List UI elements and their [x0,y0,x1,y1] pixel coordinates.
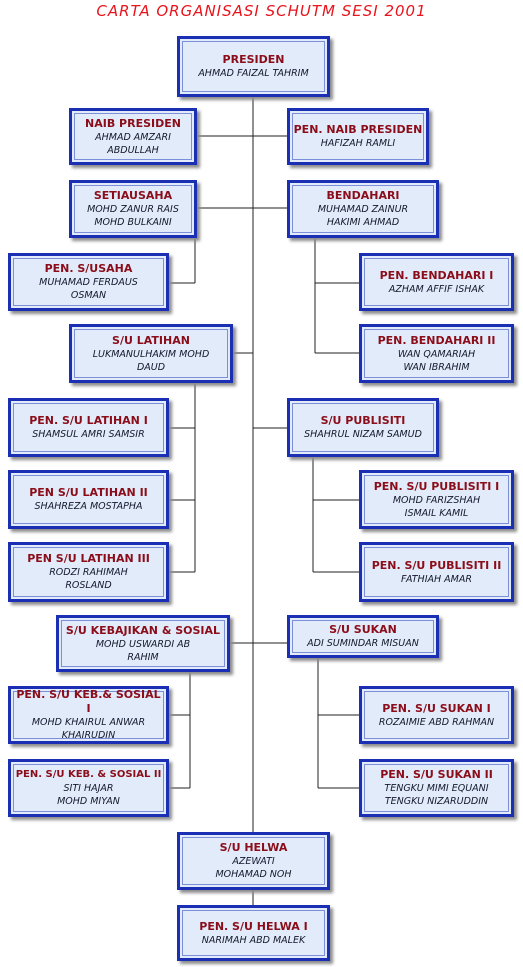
node-pen-su-publisiti-2: PEN. S/U PUBLISITI II FATHIAH AMAR [359,542,514,602]
node-name: MOHAMAD NOH [215,869,292,880]
node-pen-naib-presiden: PEN. NAIB PRESIDEN HAFIZAH RAMLI [287,108,429,165]
node-title: PEN. S/USAHA [44,262,133,275]
node-title: NAIB PRESIDEN [85,116,181,130]
node-su-helwa: S/U HELWA AZEWATI MOHAMAD NOH [177,832,330,890]
node-title: PEN. S/U SUKAN I [382,701,491,715]
node-name: HAKIMI AHMAD [326,217,400,228]
node-name: LUKMANULHAKIM MOHD [92,348,210,360]
node-name: MUHAMAD FERDAUS [39,277,138,288]
node-name: TENGKU NIZARUDDIN [384,796,489,807]
node-name: SHAHREZA MOSTAPHA [34,501,143,512]
node-name: RAHIM [127,651,159,663]
node-name: MUHAMAD ZAINUR [317,204,409,215]
node-pen-su-latihan-1: PEN. S/U LATIHAN I SHAMSUL AMRI SAMSIR [8,398,169,457]
node-name: SHAHRUL NIZAM SAMUD [304,429,422,440]
node-name: MOHD FARIZSHAH [392,494,481,506]
node-naib-presiden: NAIB PRESIDEN AHMAD AMZARI ABDULLAH [69,108,197,165]
node-name: ROZAIMIE ABD RAHMAN [378,716,495,728]
node-title: S/U HELWA [219,841,288,854]
node-name: ADI SUMINDAR MISUAN [307,638,419,649]
node-title: PRESIDEN [222,53,285,66]
node-name: FATHIAH AMAR [401,573,472,585]
node-su-kebajikan-sosial: S/U KEBAJIKAN & SOSIAL MOHD USWARDI AB R… [56,615,230,672]
node-name: AZEWATI [232,856,275,867]
node-pen-su-latihan-3: PEN S/U LATIHAN III RODZI RAHIMAH ROSLAN… [8,542,169,602]
node-title: SETIAUSAHA [93,189,173,202]
node-pen-setiausaha: PEN. S/USAHA MUHAMAD FERDAUS OSMAN [8,253,169,311]
node-title: PEN. S/U PUBLISITI I [373,479,500,493]
node-setiausaha: SETIAUSAHA MOHD ZANUR RAIS MOHD BULKAINI [69,180,197,238]
node-name: MOHD USWARDI AB [95,638,191,650]
node-name: MOHD KHAIRUL ANWAR [31,717,146,728]
node-name: ABDULLAH [107,144,159,156]
node-name: AZHAM AFFIF ISHAK [388,283,485,295]
node-title: PEN. BENDAHARI II [377,333,496,347]
node-pen-su-latihan-2: PEN S/U LATIHAN II SHAHREZA MOSTAPHA [8,470,169,529]
node-name: WAN IBRAHIM [403,361,470,373]
node-name: SHAMSUL AMRI SAMSIR [32,429,145,440]
node-title: PEN. BENDAHARI I [379,268,494,282]
node-pen-su-helwa-1: PEN. S/U HELWA I NARIMAH ABD MALEK [177,905,330,961]
node-pen-su-sukan-1: PEN. S/U SUKAN I ROZAIMIE ABD RAHMAN [359,686,514,744]
node-title: PEN. S/U KEB. & SOSIAL II [15,769,162,780]
node-presiden: PRESIDEN AHMAD FAIZAL TAHRIM [177,36,330,97]
node-name: SITI HAJAR [63,783,114,794]
node-pen-bendahari-2: PEN. BENDAHARI II WAN QAMARIAH WAN IBRAH… [359,324,514,383]
node-title: BENDAHARI [326,189,400,202]
node-title: S/U PUBLISITI [320,414,406,427]
node-title: PEN. S/U PUBLISITI II [371,558,502,572]
node-title: S/U SUKAN [329,623,397,636]
node-title: PEN S/U LATIHAN III [27,552,150,565]
node-name: MOHD MIYAN [57,796,120,807]
node-title: PEN. S/U KEB.& SOSIAL I [16,688,161,715]
node-name: MOHD BULKAINI [94,217,172,228]
node-title: S/U LATIHAN [112,333,190,347]
node-pen-su-publisiti-1: PEN. S/U PUBLISITI I MOHD FARIZSHAH ISMA… [359,470,514,529]
node-title: PEN. S/U HELWA I [199,919,308,933]
node-title: PEN. S/U LATIHAN I [29,414,148,427]
node-name: KHAIRUDIN [61,730,116,741]
node-pen-bendahari-1: PEN. BENDAHARI I AZHAM AFFIF ISHAK [359,253,514,311]
node-name: AHMAD AMZARI [95,131,171,143]
node-pen-su-sukan-2: PEN. S/U SUKAN II TENGKU MIMI EQUANI TEN… [359,759,514,817]
chart-title: CARTA ORGANISASI SCHUTM SESI 2001 [96,2,427,20]
node-pen-su-keb-sosial-2: PEN. S/U KEB. & SOSIAL II SITI HAJAR MOH… [8,759,169,817]
node-name: NARIMAH ABD MALEK [201,934,306,946]
node-title: S/U KEBAJIKAN & SOSIAL [65,623,221,637]
node-name: TENGKU MIMI EQUANI [384,783,489,794]
node-name: WAN QAMARIAH [397,348,476,360]
node-name: ISMAIL KAMIL [404,507,469,519]
node-su-sukan: S/U SUKAN ADI SUMINDAR MISUAN [287,615,439,658]
node-su-publisiti: S/U PUBLISITI SHAHRUL NIZAM SAMUD [287,398,439,457]
node-title: PEN S/U LATIHAN II [29,486,148,499]
node-pen-su-keb-sosial-1: PEN. S/U KEB.& SOSIAL I MOHD KHAIRUL ANW… [8,686,169,744]
node-name: AHMAD FAIZAL TAHRIM [198,68,309,79]
node-su-latihan: S/U LATIHAN LUKMANULHAKIM MOHD DAUD [69,324,233,383]
node-name: ROSLAND [65,580,112,591]
node-name: RODZI RAHIMAH [49,567,128,578]
node-name: DAUD [136,361,166,373]
node-name: OSMAN [70,290,107,301]
node-bendahari: BENDAHARI MUHAMAD ZAINUR HAKIMI AHMAD [287,180,439,238]
node-name: HAFIZAH RAMLI [320,138,396,149]
node-title: PEN. S/U SUKAN II [380,768,493,781]
node-title: PEN. NAIB PRESIDEN [293,123,423,136]
node-name: MOHD ZANUR RAIS [87,204,179,215]
